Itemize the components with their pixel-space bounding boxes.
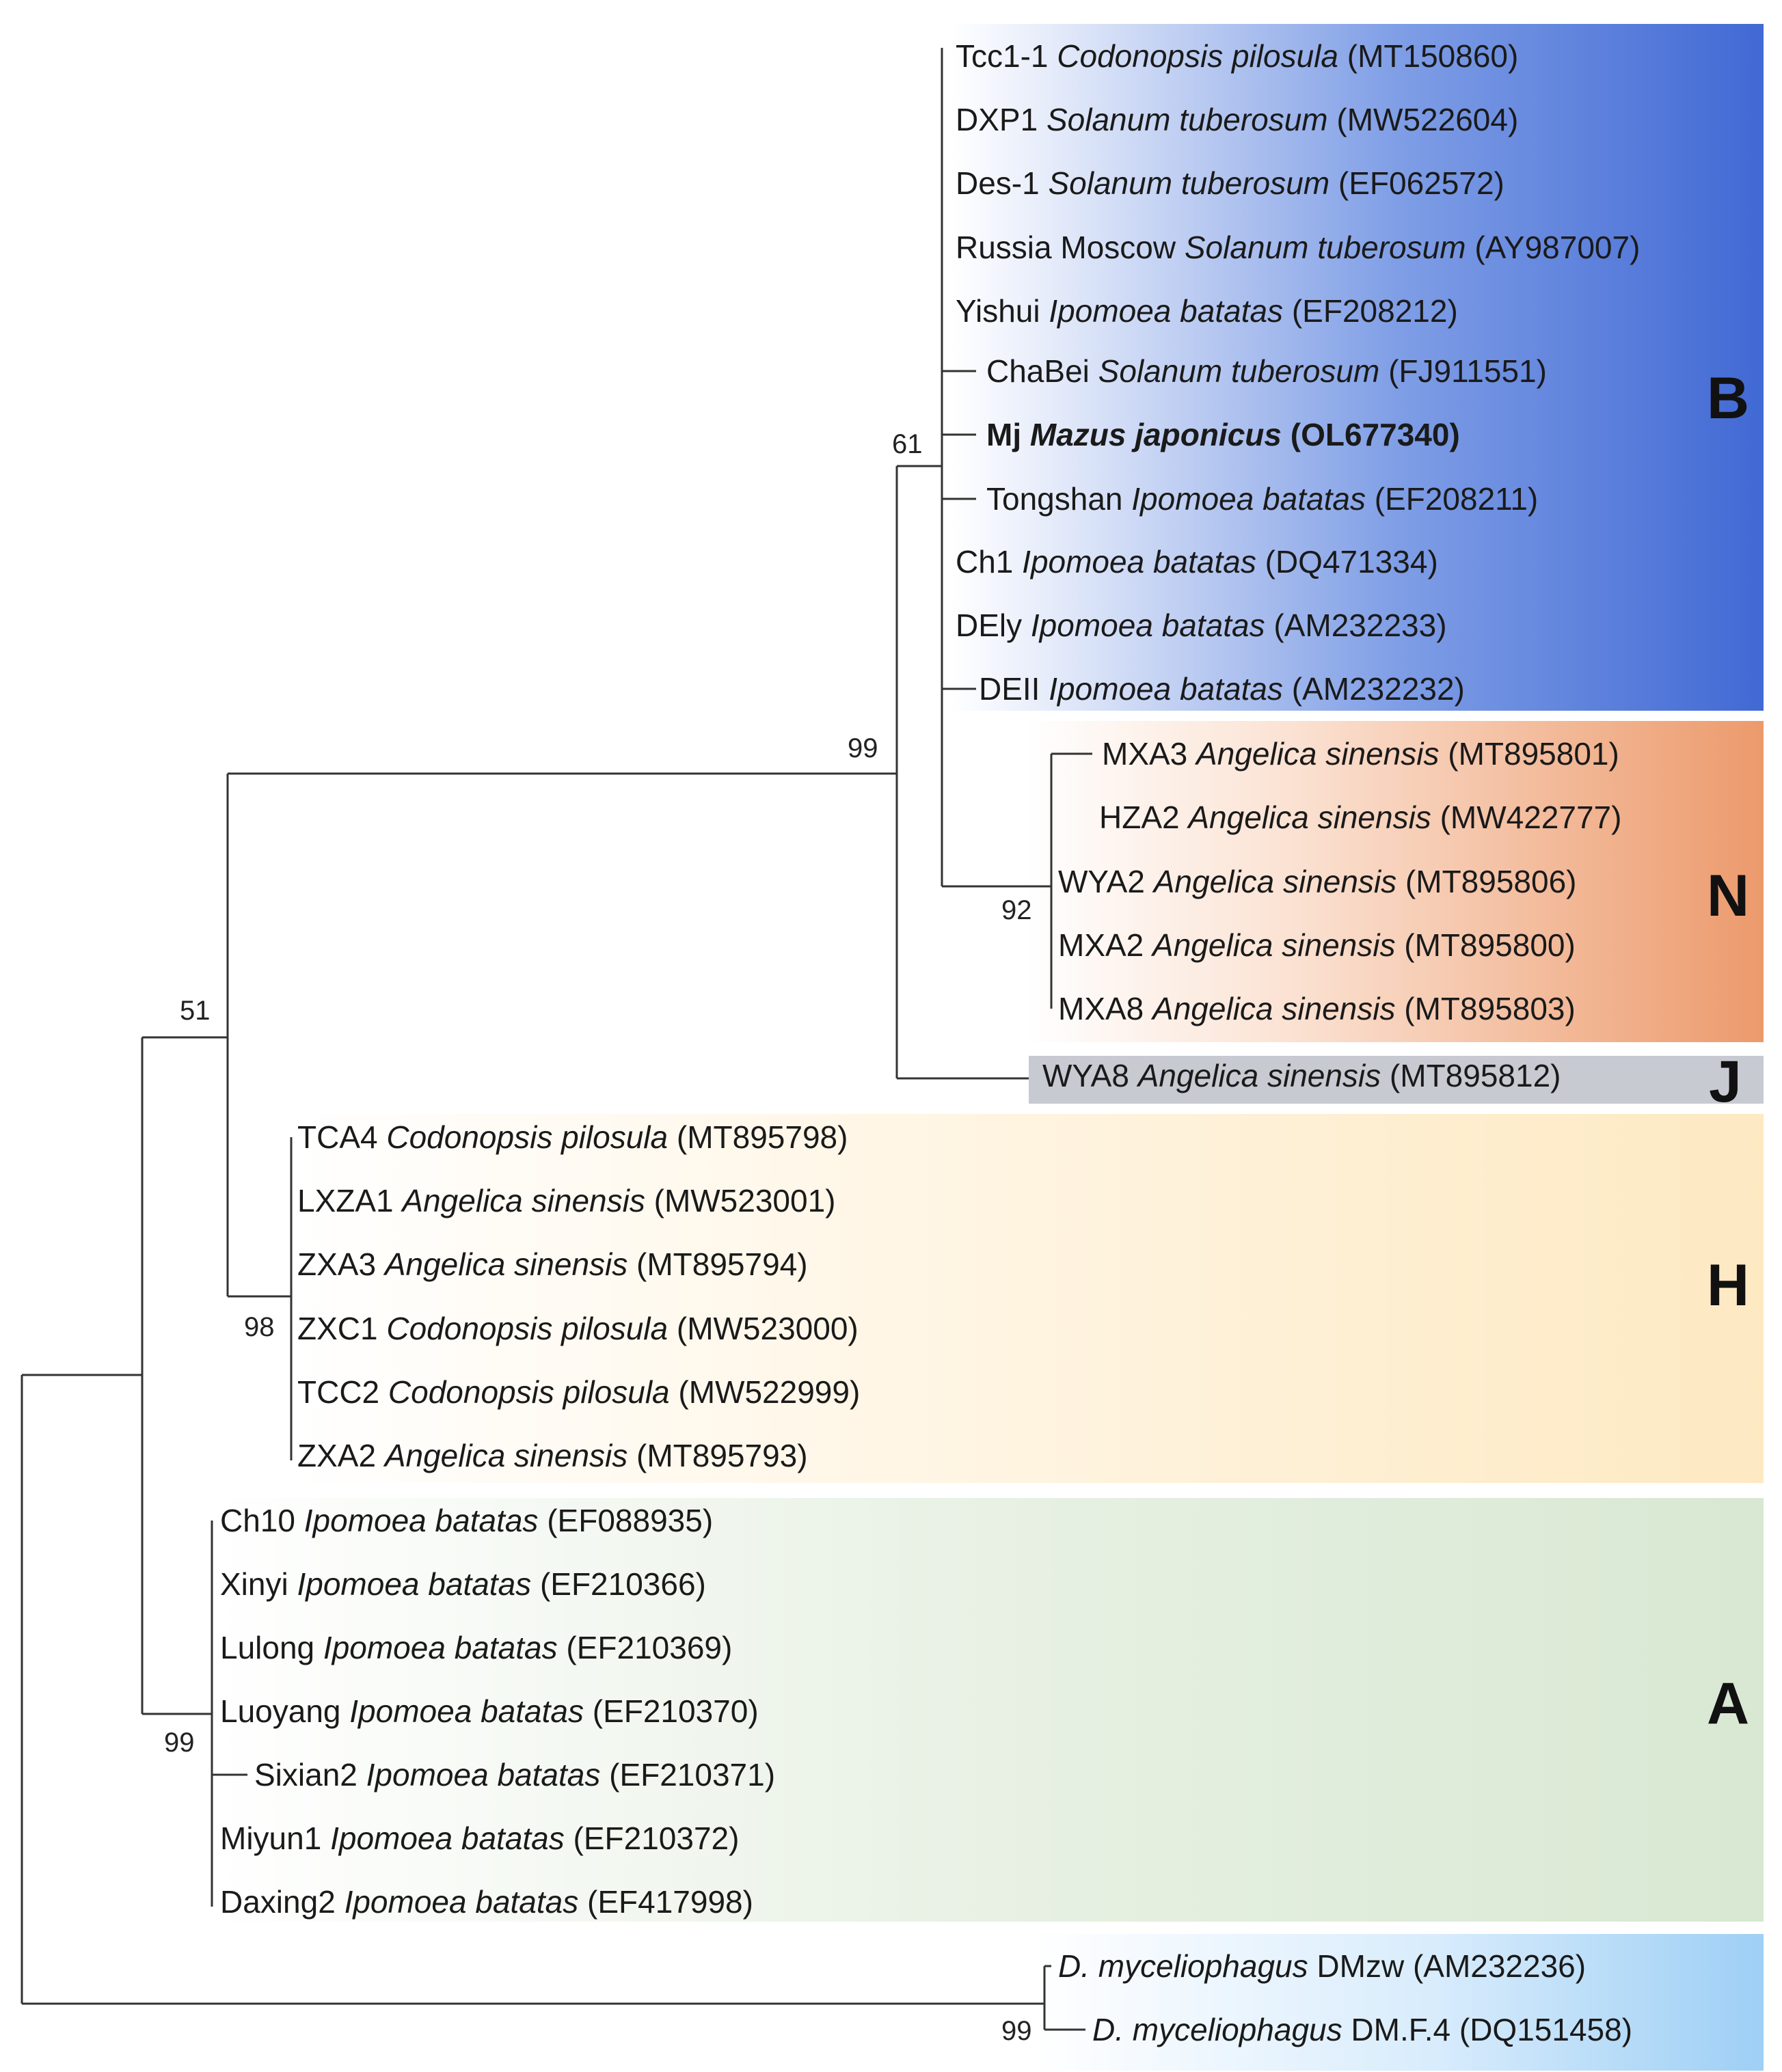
taxon-label: HZA2 Angelica sinensis (MW422777): [1099, 800, 1621, 835]
clade-label-a: A: [1707, 1671, 1749, 1736]
taxon-label: Des-1 Solanum tuberosum (EF062572): [956, 165, 1504, 201]
bootstrap-value: 92: [1001, 895, 1032, 925]
taxon-label: Yishui Ipomoea batatas (EF208212): [956, 293, 1458, 329]
taxon-label: D. myceliophagus DMzw (AM232236): [1058, 1948, 1586, 1984]
clade-letters: B N J H A: [1707, 366, 1749, 1736]
bootstrap-values: 61 99 92 51 98 99 99: [164, 429, 1032, 2046]
taxon-label: Xinyi Ipomoea batatas (EF210366): [220, 1566, 706, 1602]
taxon-label: D. myceliophagus DM.F.4 (DQ151458): [1092, 2012, 1632, 2047]
bootstrap-value: 99: [848, 733, 878, 763]
taxon-label: DXP1 Solanum tuberosum (MW522604): [956, 102, 1518, 137]
taxon-label: Luoyang Ipomoea batatas (EF210370): [220, 1693, 759, 1729]
taxon-label: DEly Ipomoea batatas (AM232233): [956, 608, 1447, 643]
clade-label-h: H: [1707, 1253, 1749, 1318]
clade-b-box: [950, 24, 1764, 711]
taxon-label: Mj Mazus japonicus (OL677340): [986, 417, 1460, 452]
taxon-label: ZXC1 Codonopsis pilosula (MW523000): [297, 1311, 859, 1346]
taxon-label: Miyun1 Ipomoea batatas (EF210372): [220, 1821, 739, 1856]
bootstrap-value: 99: [1001, 2016, 1032, 2046]
taxon-label: Daxing2 Ipomoea batatas (EF417998): [220, 1884, 753, 1920]
clade-label-b: B: [1707, 366, 1749, 431]
clade-j-box: [1029, 1056, 1764, 1104]
taxon-label: TCA4 Codonopsis pilosula (MT895798): [297, 1119, 848, 1155]
taxon-label: Tongshan Ipomoea batatas (EF208211): [986, 481, 1538, 517]
clade-label-j: J: [1709, 1049, 1742, 1115]
taxon-label: Tcc1-1 Codonopsis pilosula (MT150860): [956, 38, 1518, 74]
taxon-label: DEII Ipomoea batatas (AM232232): [979, 671, 1465, 707]
clade-h-box: [291, 1114, 1764, 1483]
taxon-label: ChaBei Solanum tuberosum (FJ911551): [986, 353, 1547, 389]
clade-label-n: N: [1707, 863, 1749, 929]
taxon-label: WYA8 Angelica sinensis (MT895812): [1042, 1058, 1561, 1093]
bootstrap-value: 98: [244, 1312, 275, 1342]
taxon-label: Sixian2 Ipomoea batatas (EF210371): [254, 1757, 775, 1792]
taxon-label: MXA8 Angelica sinensis (MT895803): [1058, 991, 1576, 1026]
taxon-label: MXA3 Angelica sinensis (MT895801): [1102, 736, 1619, 772]
taxon-label: TCC2 Codonopsis pilosula (MW522999): [297, 1374, 860, 1410]
outgroup-box: [1032, 1934, 1764, 2071]
clade-n-box: [1025, 721, 1764, 1042]
bootstrap-value: 51: [180, 996, 211, 1026]
taxon-label: LXZA1 Angelica sinensis (MW523001): [297, 1183, 836, 1218]
taxon-labels: Tcc1-1 Codonopsis pilosula (MT150860) DXP…: [220, 38, 1640, 2047]
clade-backgrounds: [208, 24, 1764, 2071]
taxon-label: Ch1 Ipomoea batatas (DQ471334): [956, 544, 1438, 580]
taxon-label: ZXA3 Angelica sinensis (MT895794): [297, 1246, 808, 1282]
taxon-label: WYA2 Angelica sinensis (MT895806): [1058, 864, 1577, 899]
taxon-label: Lulong Ipomoea batatas (EF210369): [220, 1630, 732, 1665]
clade-a-box: [208, 1498, 1764, 1922]
taxon-label: ZXA2 Angelica sinensis (MT895793): [297, 1438, 808, 1473]
bootstrap-value: 61: [892, 429, 923, 459]
taxon-label: MXA2 Angelica sinensis (MT895800): [1058, 927, 1576, 963]
bootstrap-value: 99: [164, 1728, 195, 1758]
tree-branches: [21, 48, 1092, 2031]
taxon-label: Ch10 Ipomoea batatas (EF088935): [220, 1503, 713, 1538]
taxon-label: Russia Moscow Solanum tuberosum (AY98700…: [956, 230, 1640, 265]
